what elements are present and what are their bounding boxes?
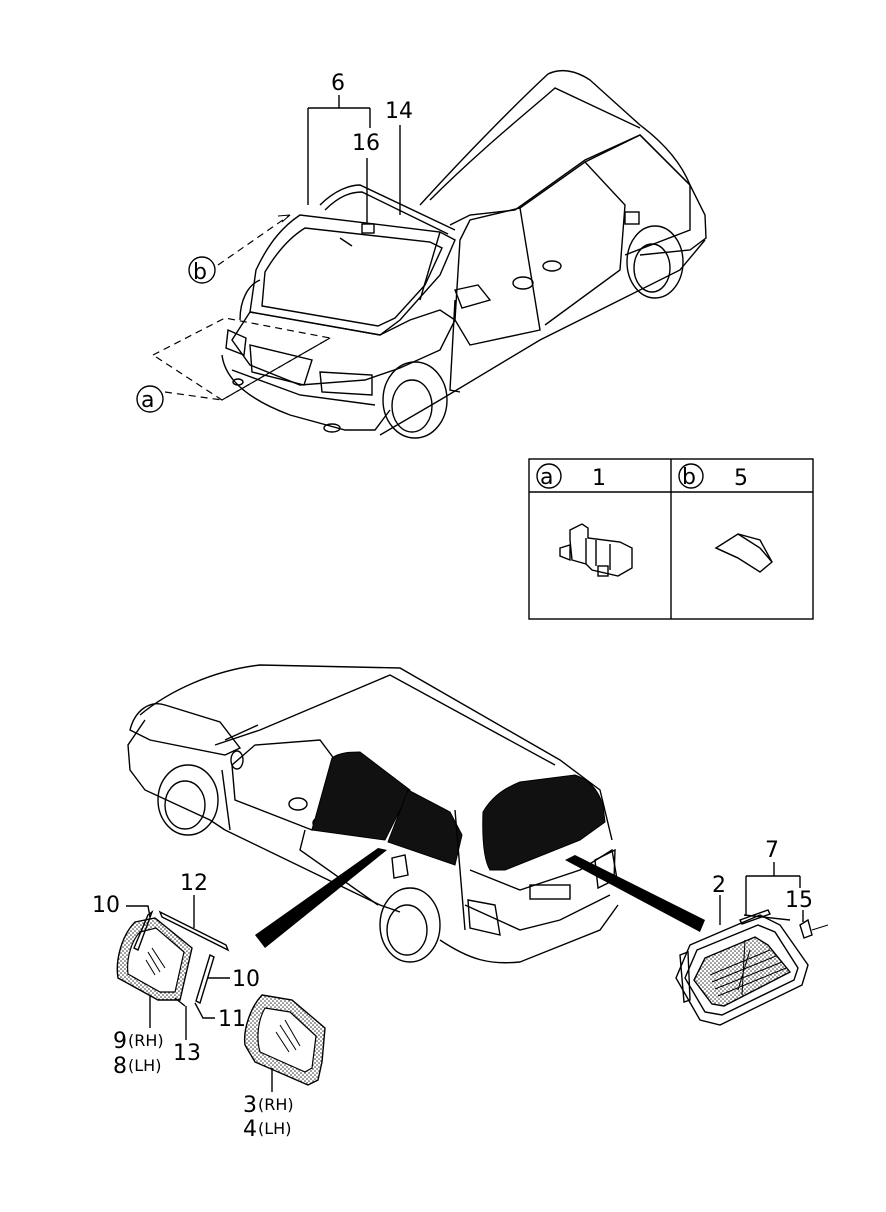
callout-11-label: 11 xyxy=(218,1007,246,1032)
legend-b-part-number: 5 xyxy=(734,466,748,491)
callout-a-label: a xyxy=(141,388,154,413)
quarter-glass-3-4 xyxy=(243,994,326,1086)
callout-b-top: b xyxy=(188,256,216,285)
legend-b-letter: b xyxy=(682,465,696,490)
front-van-illustration xyxy=(221,69,707,439)
callout-8-label: 8 xyxy=(113,1054,127,1079)
back-glass-assembly xyxy=(675,909,829,1026)
callout-9-8: 9 (RH) 8 (LH) xyxy=(113,995,164,1079)
callout-2-label: 2 xyxy=(712,873,726,898)
legend-a-letter: a xyxy=(540,465,553,490)
callout-14-label: 14 xyxy=(385,99,413,124)
callout-10-left-label: 10 xyxy=(92,893,120,918)
callout-8-suffix: (LH) xyxy=(128,1056,161,1075)
callout-2: 2 xyxy=(712,873,726,925)
callout-13: 13 xyxy=(173,1006,201,1066)
callout-16-label: 16 xyxy=(352,131,380,156)
callout-10-right-label: 10 xyxy=(232,967,260,992)
callout-14: 14 xyxy=(385,99,413,215)
callout-4-label: 4 xyxy=(243,1117,257,1142)
callout-a-top: a xyxy=(136,385,164,413)
legend-table: a 1 b 5 xyxy=(528,458,814,620)
legend-a-part-number: 1 xyxy=(592,466,606,491)
callout-7-bracket: 7 xyxy=(745,838,801,915)
rear-van-illustration xyxy=(127,664,619,964)
callout-4-suffix: (LH) xyxy=(258,1119,291,1138)
callout-15: 15 xyxy=(785,888,813,922)
callout-9-suffix: (RH) xyxy=(128,1031,164,1050)
leader-wedges xyxy=(255,848,705,948)
quarter-glass-assembly-left xyxy=(116,910,230,1007)
callout-7-label: 7 xyxy=(765,838,779,863)
callout-15-label: 15 xyxy=(785,888,813,913)
callout-9-label: 9 xyxy=(113,1029,127,1054)
pad-part-5-icon xyxy=(714,533,773,573)
callout-12: 12 xyxy=(180,871,208,928)
callout-6: 6 xyxy=(331,71,345,96)
callout-16: 16 xyxy=(352,131,380,224)
callout-12-label: 12 xyxy=(180,871,208,896)
callout-3-suffix: (RH) xyxy=(258,1095,294,1114)
callout-b-label: b xyxy=(193,260,207,285)
callout-10-right: 10 xyxy=(207,967,260,992)
callout-3-4: 3 (RH) 4 (LH) xyxy=(243,1068,294,1142)
callout-13-label: 13 xyxy=(173,1041,201,1066)
clip-part-1-icon xyxy=(559,523,633,577)
callout-10-left: 10 xyxy=(92,893,151,918)
callout-11: 11 xyxy=(194,1002,246,1032)
callout-3-label: 3 xyxy=(243,1093,257,1118)
callout-6-bracket: 6 xyxy=(307,71,371,205)
top-dashed-leaders xyxy=(151,214,332,401)
